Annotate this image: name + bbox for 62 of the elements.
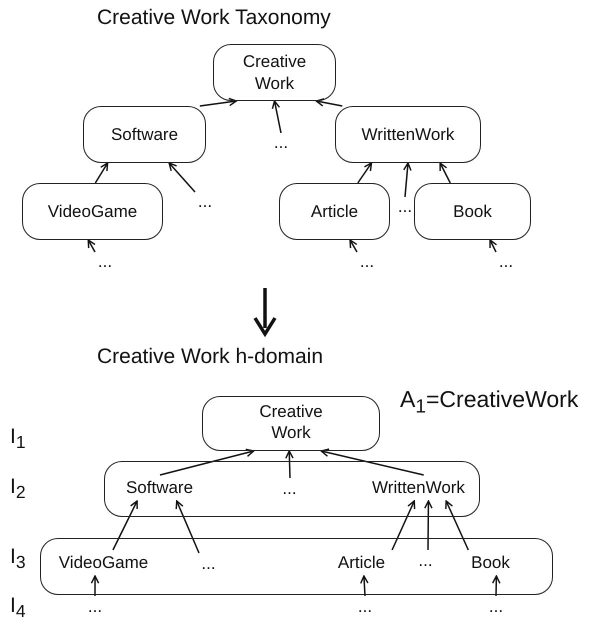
class-name: Software [110,124,178,146]
arrow [439,162,451,184]
class-box [22,183,163,240]
class-name: VideoGame [48,200,138,222]
ellipsis-text: ... [488,596,504,618]
class-name: Book [453,200,492,222]
ellipsis-text: ... [418,550,433,572]
ellipsis-text: ... [498,251,514,273]
ellipsis-text: ... [358,596,372,618]
title: Creative Work Taxonomy [97,6,331,30]
ellipsis-text: ... [88,596,102,618]
arrow [168,162,196,192]
ellipsis-text: ... [274,132,288,154]
heading: Creative Work h-domain [97,345,324,369]
ellipsis-text: ... [201,552,216,574]
class-box [202,396,380,451]
arrow [285,450,294,478]
class-name: Creative Work [242,51,308,94]
class-name: Book [471,552,510,574]
ellipsis-text: ... [98,251,112,273]
arrow [88,239,96,252]
arrow [200,98,238,107]
arrow [90,575,100,596]
ellipsis-text: ... [398,196,412,218]
class-box [83,106,206,163]
class-name: WrittenWork [372,476,465,498]
level-box [40,538,553,595]
arrow [391,500,416,550]
arrow [316,98,342,107]
level-label: I$_{2}$ [10,475,26,504]
class-name: Software [126,476,194,498]
class-name: WrittenWork [362,124,454,146]
class-box [335,106,481,163]
class-name: VideoGame [58,552,148,574]
arrow [160,448,254,476]
arrow [112,500,138,550]
level-label: I$_{3}$ [10,545,26,574]
arrow [357,162,372,184]
arrow [445,500,469,550]
arrow [176,500,200,554]
class-box [213,44,336,101]
level-label: I$_{1}$ [10,425,26,454]
class-name: Creative Work [258,401,324,444]
arrow [492,575,501,596]
ellipsis-text: ... [198,191,212,213]
class-name: Article [338,552,386,574]
ellipsis-text: ... [360,251,374,273]
arrow [94,162,108,184]
arrow [349,239,358,252]
level-box [104,461,480,517]
ellipsis-text: ... [282,478,297,500]
arrow [403,162,412,198]
class-box [414,183,531,240]
arrow [489,239,498,252]
arrow [272,100,282,134]
annotation: A$_{1}$=CreativeWork [400,386,578,419]
class-box [279,183,390,240]
level-label: I$_{4}$ [10,594,26,622]
arrow [424,500,433,550]
arrow [320,448,424,476]
class-name: Article [310,200,358,222]
arrow [360,575,369,596]
